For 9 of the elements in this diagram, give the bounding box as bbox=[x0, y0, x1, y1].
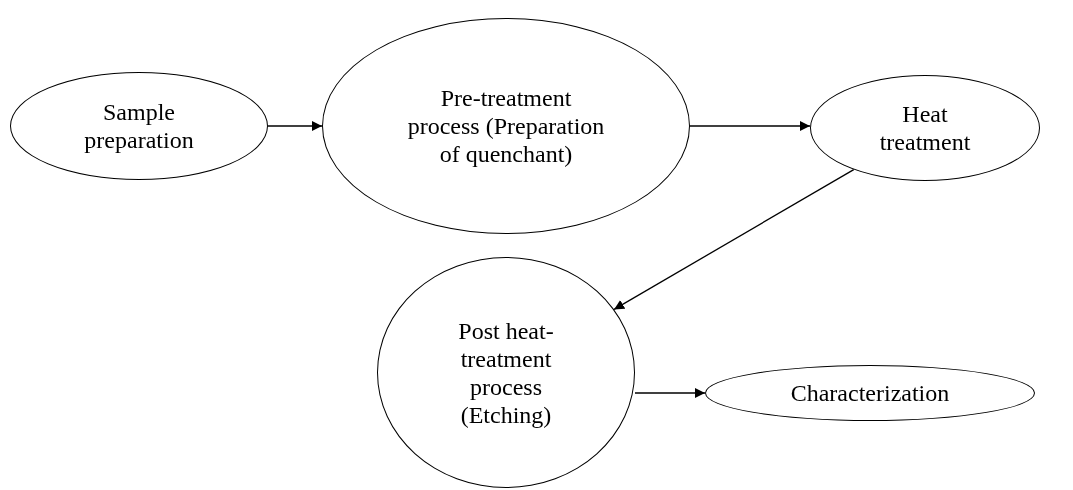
node-label: Sample preparation bbox=[83, 98, 195, 154]
node-label: Characterization bbox=[789, 379, 951, 407]
arrow bbox=[689, 121, 811, 131]
node-label: Pre-treatment process (Preparation of quenchant) bbox=[406, 84, 606, 168]
node-label: Post heat-treatment process (Etching) bbox=[457, 316, 555, 429]
arrow bbox=[634, 388, 706, 398]
node-label: Heat treatment bbox=[878, 100, 972, 156]
arrow bbox=[613, 168, 855, 311]
arrow bbox=[267, 121, 323, 131]
